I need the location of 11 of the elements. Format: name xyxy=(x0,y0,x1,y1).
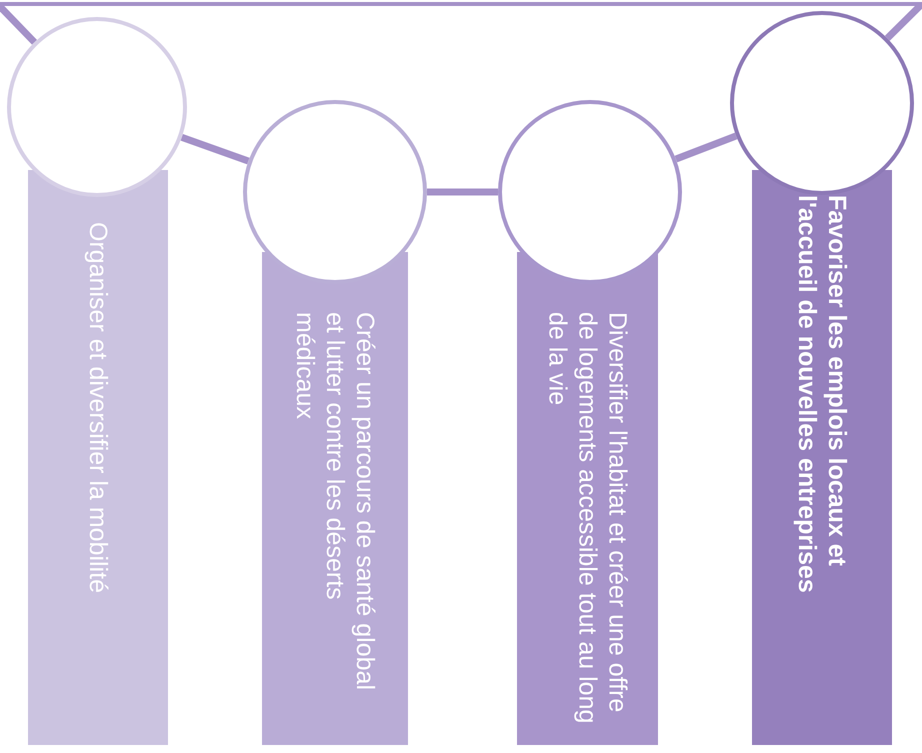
column-text: Favoriser les emplois locaux et l'accueil de nouvelles entreprises xyxy=(792,195,852,595)
column-text: Organiser et diversifier la mobilité xyxy=(83,222,113,593)
connector-line xyxy=(674,132,738,162)
column-bar xyxy=(28,170,168,745)
column-text: Créer un parcours de santé global et lutter contre les déserts médicaux xyxy=(290,312,380,692)
connector-line xyxy=(427,188,498,196)
column-text: Diversifier l'habitat et créer une offre de logements accessible tout au long de la vie xyxy=(542,312,632,726)
column-bar xyxy=(752,170,892,745)
column-bar xyxy=(262,252,408,745)
connector-line xyxy=(180,134,250,164)
column-bar xyxy=(517,252,658,745)
